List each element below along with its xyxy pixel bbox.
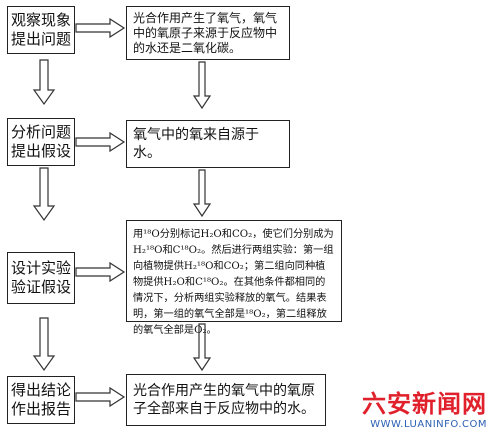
stage-line: 得出结论 bbox=[10, 381, 71, 399]
stage-line: 作出报告 bbox=[10, 400, 71, 418]
stage-line: 提出假设 bbox=[10, 142, 71, 160]
stage-box-hypothesis: 分析问题 提出假设 bbox=[7, 118, 75, 166]
stage-box-observe: 观察现象 提出问题 bbox=[7, 6, 75, 54]
right-arrow-icon bbox=[75, 17, 126, 39]
stage-line: 观察现象 bbox=[10, 11, 71, 29]
down-arrow-icon bbox=[32, 317, 56, 372]
content-box-conclusion: 光合作用产生的氧气中的氧原子全部来自于反应物中的水。 bbox=[126, 374, 326, 426]
watermark: 六安新闻网 WWW.LUANINFO.COM bbox=[362, 384, 487, 430]
content-box-hypothesis: 氧气中的氧来自源于水。 bbox=[126, 120, 290, 168]
content-text: 光合作用产生的氧气中的氧原子全部来自于反应物中的水。 bbox=[133, 383, 315, 417]
down-arrow-icon bbox=[32, 59, 56, 106]
watermark-name: 六安新闻网 bbox=[362, 390, 487, 418]
down-arrow-icon bbox=[192, 169, 212, 218]
stage-line: 分析问题 bbox=[10, 123, 71, 141]
content-text: 用¹⁸O分别标记H₂O和CO₂，使它们分别成为H₂¹⁸O和C¹⁸O₂。然后进行两… bbox=[133, 229, 334, 336]
content-box-experiment: 用¹⁸O分别标记H₂O和CO₂，使它们分别成为H₂¹⁸O和C¹⁸O₂。然后进行两… bbox=[126, 220, 342, 336]
content-text: 氧气中的氧来自源于水。 bbox=[133, 127, 259, 161]
content-text: 光合作用产生了氧气，氧气中的氧原子来源于反应物中的水还是二氧化碳。 bbox=[133, 11, 278, 55]
content-box-observe: 光合作用产生了氧气，氧气中的氧原子来源于反应物中的水还是二氧化碳。 bbox=[126, 6, 290, 60]
down-arrow-icon bbox=[192, 323, 212, 372]
stage-box-experiment: 设计实验 验证假设 bbox=[7, 252, 75, 304]
watermark-url: WWW.LUANINFO.COM bbox=[370, 419, 487, 430]
right-arrow-icon bbox=[75, 261, 126, 283]
down-arrow-icon bbox=[192, 61, 212, 110]
stage-line: 设计实验 bbox=[10, 259, 71, 277]
right-arrow-icon bbox=[75, 386, 126, 408]
stage-line: 验证假设 bbox=[10, 278, 71, 296]
down-arrow-icon bbox=[32, 167, 56, 222]
stage-box-conclusion: 得出结论 作出报告 bbox=[7, 376, 75, 424]
stage-line: 提出问题 bbox=[10, 30, 71, 48]
right-arrow-icon bbox=[75, 131, 126, 153]
